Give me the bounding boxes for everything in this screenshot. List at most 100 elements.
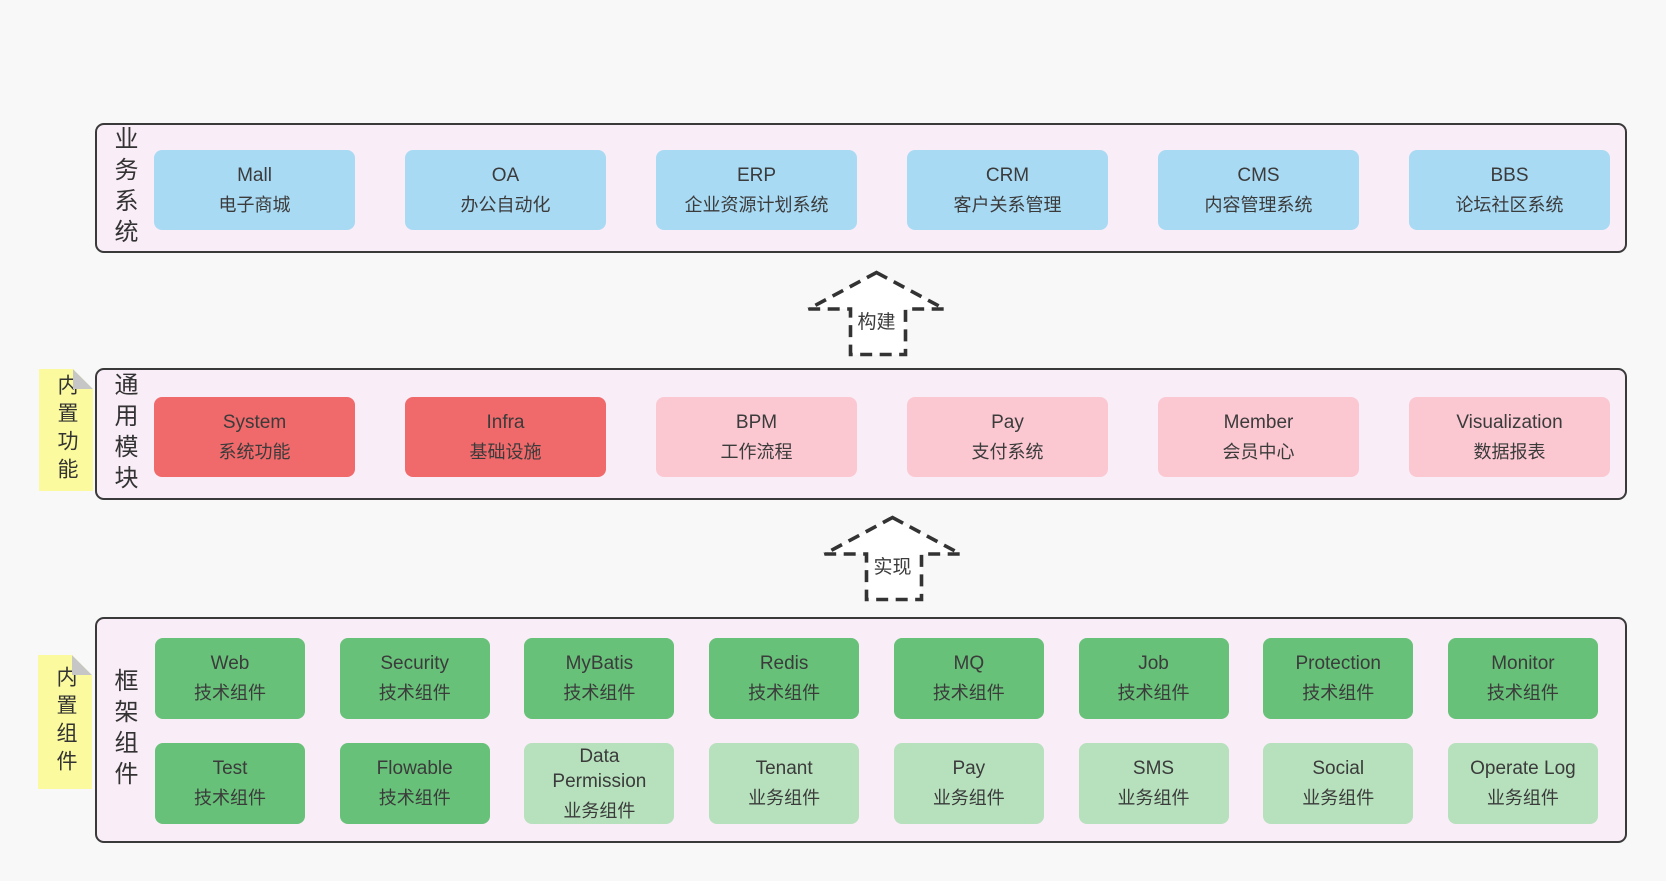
box-subtitle: 业务组件 <box>1486 788 1559 809</box>
box-subtitle: 技术组件 <box>1486 683 1559 704</box>
box-monitor: Monitor 技术组件 <box>1447 638 1598 719</box>
box-subtitle: 业务组件 <box>748 788 821 809</box>
box-flowable: Flowable 技术组件 <box>339 743 490 824</box>
box-subtitle: 业务组件 <box>932 788 1005 809</box>
box-title: Member <box>1223 411 1294 433</box>
box-web: Web 技术组件 <box>155 638 305 719</box>
box-title: Operate Log <box>1470 758 1576 780</box>
box-title: Data Permission <box>552 745 647 793</box>
box-title: BPM <box>735 411 778 433</box>
box-tenant: Tenant 业务组件 <box>709 743 860 824</box>
arrow-up-outline <box>807 270 946 357</box>
box-subtitle: 内容管理系统 <box>1204 194 1313 215</box>
box-title: System <box>222 411 287 433</box>
box-subtitle: 工作流程 <box>720 441 793 462</box>
box-security: Security 技术组件 <box>339 638 490 719</box>
box-job: Job 技术组件 <box>1078 638 1229 719</box>
arrow-up-outline <box>823 515 962 602</box>
box-cms: CMS 内容管理系统 <box>1158 150 1359 230</box>
box-subtitle: 技术组件 <box>1302 683 1375 704</box>
box-protection: Protection 技术组件 <box>1263 638 1414 719</box>
box-subtitle: 技术组件 <box>1117 683 1190 704</box>
box-subtitle: 会员中心 <box>1222 441 1295 462</box>
box-visualization: Visualization 数据报表 <box>1409 397 1610 477</box>
box-system: System 系统功能 <box>154 397 355 477</box>
folded-corner-icon <box>72 655 92 675</box>
note-built-in-components-label: 内置组件 <box>54 666 77 778</box>
box-pay: Pay 支付系统 <box>907 397 1108 477</box>
box-title: ERP <box>736 164 777 186</box>
box-title: CRM <box>985 164 1030 186</box>
box-title: Pay <box>991 411 1024 433</box>
box-title: Pay <box>952 758 986 780</box>
box-mall: Mall 电子商城 <box>154 150 355 230</box>
box-subtitle: 客户关系管理 <box>953 194 1062 215</box>
box-title: Monitor <box>1491 653 1555 675</box>
box-subtitle: 技术组件 <box>194 683 266 704</box>
note-built-in-components: 内置组件 <box>38 655 92 789</box>
panel-framework-label: 框架组件 <box>110 668 137 792</box>
box-title: MQ <box>953 653 985 675</box>
panel-common-modules: 通用模块 System 系统功能 Infra 基础设施 BPM 工作流程 Pay 支付系统 Me… <box>95 368 1627 500</box>
box-erp: ERP 企业资源计划系统 <box>656 150 857 230</box>
box-subtitle: 企业资源计划系统 <box>684 194 829 215</box>
box-crm: CRM 客户关系管理 <box>907 150 1108 230</box>
box-title: Web <box>210 653 250 675</box>
box-title: Infra <box>486 411 525 433</box>
box-member: Member 会员中心 <box>1158 397 1359 477</box>
panel-business-label: 业务系统 <box>110 126 137 250</box>
box-subtitle: 系统功能 <box>218 441 291 462</box>
box-title: Protection <box>1295 653 1381 675</box>
panel-modules-label: 通用模块 <box>110 372 137 496</box>
box-subtitle: 办公自动化 <box>460 194 551 215</box>
box-pay-component: Pay 业务组件 <box>893 743 1044 824</box>
box-subtitle: 论坛社区系统 <box>1455 194 1564 215</box>
note-built-in-features: 内置功能 <box>39 369 93 491</box>
box-title: Flowable <box>376 758 453 780</box>
box-title: Redis <box>759 653 809 675</box>
folded-corner-icon <box>73 369 93 389</box>
arrow-implement: 实现 <box>823 515 962 602</box>
box-title: Security <box>380 653 450 675</box>
box-title: SMS <box>1132 758 1175 780</box>
box-title: BBS <box>1490 164 1529 186</box>
box-subtitle: 支付系统 <box>971 441 1044 462</box>
box-subtitle: 业务组件 <box>563 800 636 821</box>
box-mybatis: MyBatis 技术组件 <box>524 638 675 719</box>
box-title: Tenant <box>755 758 813 780</box>
box-subtitle: 技术组件 <box>378 683 451 704</box>
box-title: MyBatis <box>565 653 634 675</box>
box-subtitle: 技术组件 <box>378 788 451 809</box>
box-redis: Redis 技术组件 <box>709 638 860 719</box>
box-subtitle: 数据报表 <box>1473 441 1546 462</box>
box-title: Mall <box>237 164 272 186</box>
modules-box-row: System 系统功能 Infra 基础设施 BPM 工作流程 Pay 支付系统 Member 会… <box>154 397 1610 477</box>
box-subtitle: 技术组件 <box>748 683 821 704</box>
box-bbs: BBS 论坛社区系统 <box>1409 150 1610 230</box>
box-data-permission: Data Permission 业务组件 <box>524 743 675 824</box>
box-title: Visualization <box>1456 411 1563 433</box>
box-bpm: BPM 工作流程 <box>656 397 857 477</box>
box-title: Social <box>1312 758 1365 780</box>
box-subtitle: 技术组件 <box>563 683 636 704</box>
arrow-build: 构建 <box>807 270 946 357</box>
box-infra: Infra 基础设施 <box>405 397 606 477</box>
box-subtitle: 电子商城 <box>218 194 291 215</box>
box-title: Test <box>212 758 248 780</box>
note-built-in-features-label: 内置功能 <box>55 374 78 486</box>
box-title: CMS <box>1237 164 1280 186</box>
box-title: Job <box>1138 653 1169 675</box>
arrow-build-label: 构建 <box>857 311 895 333</box>
box-operate-log: Operate Log 业务组件 <box>1447 743 1598 824</box>
box-subtitle: 基础设施 <box>469 441 542 462</box>
